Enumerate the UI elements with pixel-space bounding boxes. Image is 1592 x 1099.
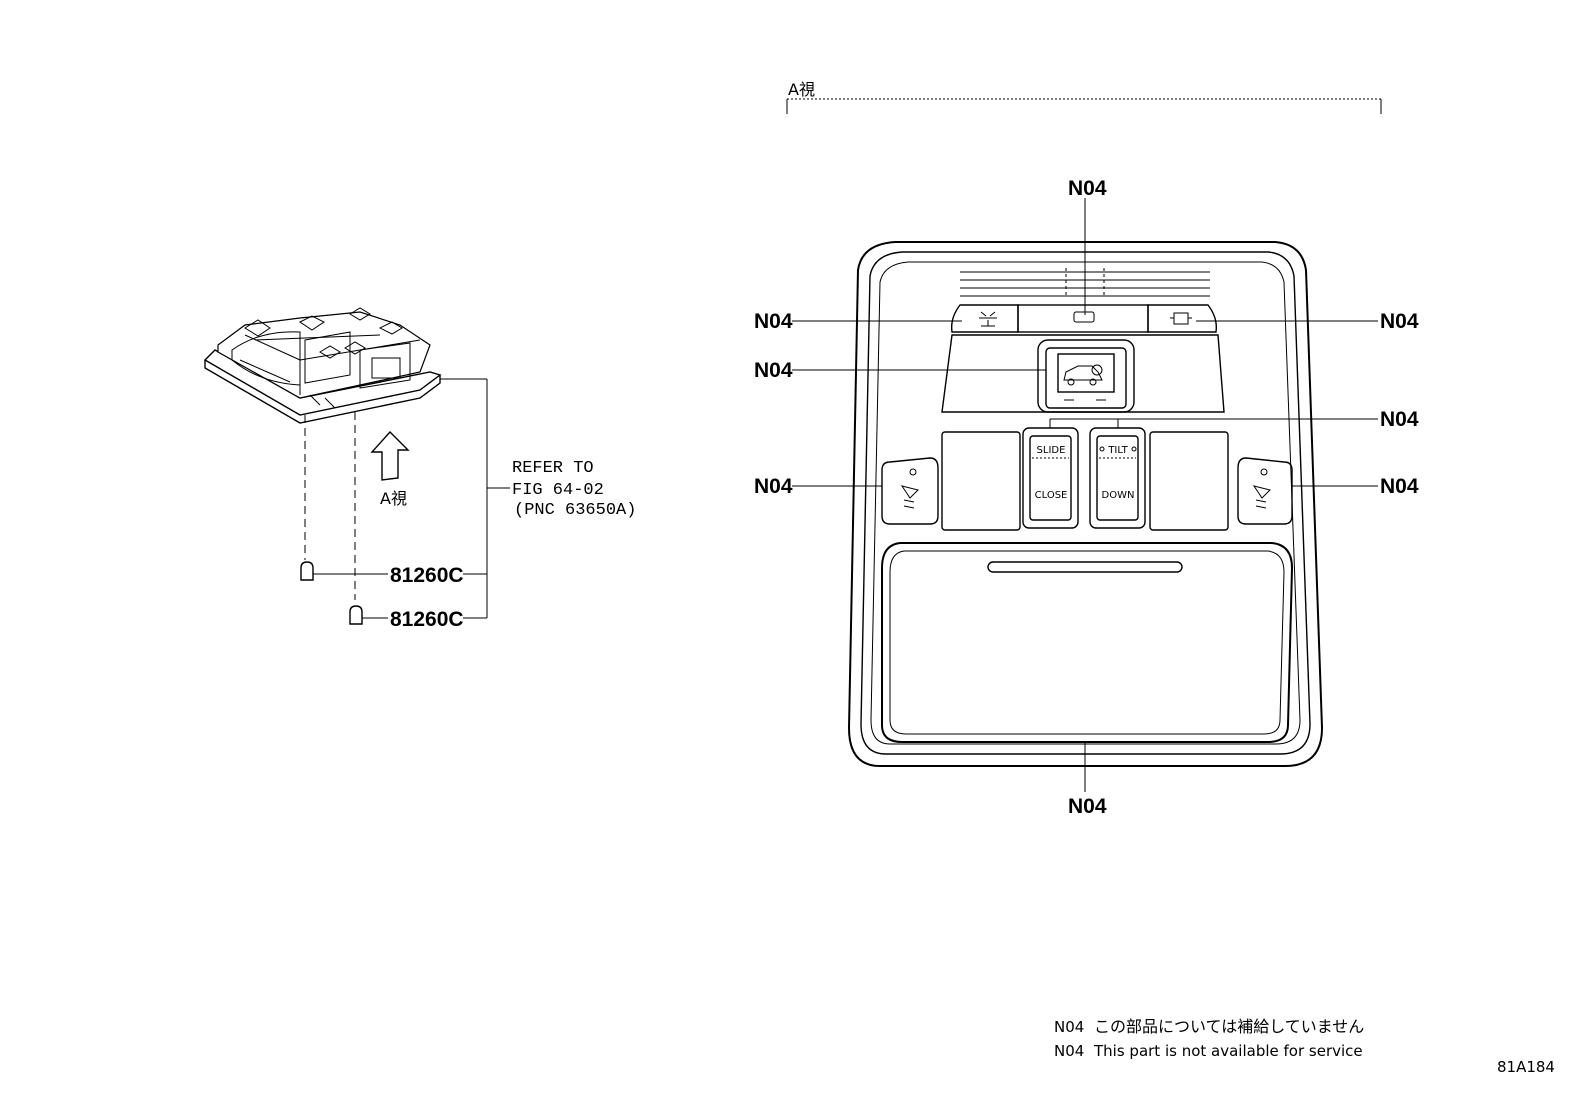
callout-n04-map-lamp-right: N04	[1380, 475, 1419, 498]
figure-id: 81A184	[1497, 1058, 1555, 1076]
refer-line-3: (PNC 63650A)	[514, 501, 636, 520]
dome-light-icon	[979, 311, 997, 327]
tilt-left-dot-icon	[1099, 446, 1105, 452]
note-jp-text: この部品については補給していません	[1094, 1017, 1364, 1036]
callout-n04-map-lamp-left: N04	[754, 475, 793, 498]
bulb-upper-icon	[300, 561, 388, 581]
refer-bracket	[440, 378, 510, 619]
view-a-label: A視	[788, 80, 815, 99]
callout-n04-bottom: N04	[1068, 795, 1107, 818]
callout-n04-room-light: N04	[1380, 310, 1419, 333]
note-jp-code: N04	[1054, 1018, 1084, 1036]
part-number-bulb-lower: 81260C	[390, 608, 464, 631]
callout-n04-display: N04	[754, 359, 793, 382]
part-number-bulb-upper: 81260C	[390, 564, 464, 587]
overhead-console-housing	[847, 241, 1324, 767]
slide-button-label: SLIDE	[1037, 445, 1066, 456]
callout-n04-roof-switches: N04	[1380, 408, 1419, 431]
note-en-code: N04	[1054, 1042, 1084, 1060]
view-arrow-icon	[370, 430, 410, 481]
map-lamp-assembly-illustration: A視	[203, 307, 442, 508]
tilt-right-dot-icon	[1131, 446, 1137, 452]
room-light-icon	[1170, 312, 1192, 325]
car-display-icon	[1063, 364, 1103, 386]
door-light-icon	[1073, 311, 1095, 323]
bulb-lower-icon	[349, 605, 388, 625]
tilt-button-label: TILT	[1107, 445, 1128, 456]
note-en-text: This part is not available for service	[1093, 1042, 1363, 1060]
callout-leaders	[792, 198, 1378, 792]
callout-n04-top: N04	[1068, 177, 1107, 200]
view-a-bracket	[786, 98, 1382, 114]
refer-line-2: FIG 64-02	[512, 481, 604, 500]
map-lamp-right-icon	[1252, 468, 1271, 509]
down-button-label: DOWN	[1102, 490, 1135, 501]
map-lamp-left-icon	[900, 468, 919, 509]
close-button-label: CLOSE	[1035, 490, 1068, 501]
callout-n04-dome-light: N04	[754, 310, 793, 333]
refer-line-1: REFER TO	[512, 459, 594, 478]
arrow-view-label: A視	[380, 489, 407, 508]
